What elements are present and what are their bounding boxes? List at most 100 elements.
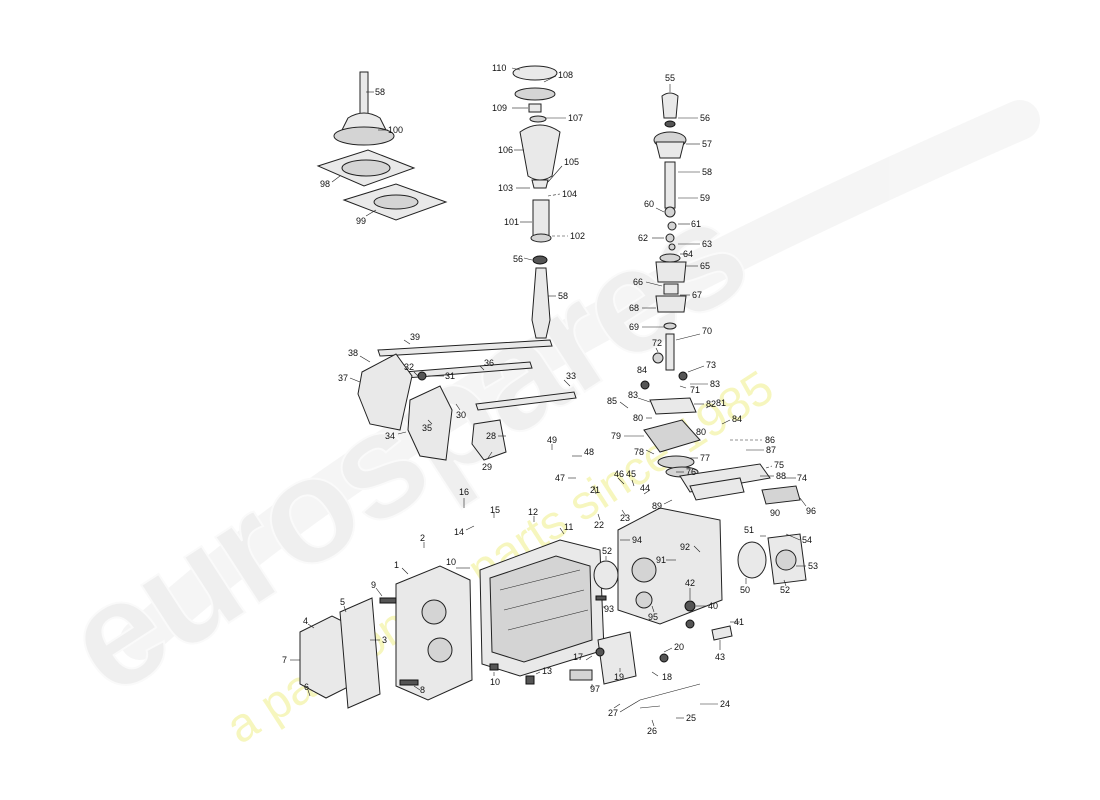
callout-23: 23 (620, 513, 630, 523)
callout-78: 78 (634, 447, 644, 457)
callout-58-boot: 58 (375, 87, 385, 97)
callout-91: 91 (656, 555, 666, 565)
callout-12: 12 (528, 507, 538, 517)
callout-1: 1 (394, 560, 399, 570)
callout-101: 101 (504, 217, 519, 227)
callout-51: 51 (744, 525, 754, 535)
callout-38: 38 (348, 348, 358, 358)
callout-46: 46 (614, 469, 624, 479)
callout-2: 2 (420, 533, 425, 543)
callout-60: 60 (644, 199, 654, 209)
callout-106: 106 (498, 145, 513, 155)
callout-81: 81 (716, 398, 726, 408)
callout-58-linkage: 58 (702, 167, 712, 177)
callout-39: 39 (410, 332, 420, 342)
callout-56-knob: 56 (513, 254, 523, 264)
callout-85: 85 (607, 396, 617, 406)
callout-20: 20 (674, 642, 684, 652)
callout-24: 24 (720, 699, 730, 709)
callout-68: 68 (629, 303, 639, 313)
callouts: 110 108 109 107 106 105 103 104 101 102 … (282, 63, 818, 736)
callout-32: 32 (404, 362, 414, 372)
callout-70: 70 (702, 326, 712, 336)
callout-27: 27 (608, 708, 618, 718)
callout-87: 87 (766, 445, 776, 455)
callout-80-right: 80 (696, 427, 706, 437)
callout-52-right: 52 (780, 585, 790, 595)
callout-103: 103 (498, 183, 513, 193)
callout-45: 45 (626, 469, 636, 479)
callout-63: 63 (702, 239, 712, 249)
callout-36: 36 (484, 358, 494, 368)
callout-95: 95 (648, 612, 658, 622)
callout-94: 94 (632, 535, 642, 545)
callout-28: 28 (486, 431, 496, 441)
callout-19: 19 (614, 672, 624, 682)
callout-90: 90 (770, 508, 780, 518)
callout-22: 22 (594, 520, 604, 530)
callout-50: 50 (740, 585, 750, 595)
callout-96: 96 (806, 506, 816, 516)
callout-31: 31 (445, 371, 455, 381)
callout-71: 71 (690, 385, 700, 395)
gear-knob-group (512, 65, 561, 339)
callout-43: 43 (715, 652, 725, 662)
callout-67: 67 (692, 290, 702, 300)
callout-77: 77 (700, 453, 710, 463)
callout-83-lower: 83 (628, 390, 638, 400)
shift-boot-group (316, 71, 448, 221)
callout-34: 34 (385, 431, 395, 441)
shift-linkage-group (640, 92, 801, 505)
callout-84-lower: 84 (732, 414, 742, 424)
gearbox-case-group (299, 507, 807, 713)
callout-75: 75 (774, 460, 784, 470)
callout-48: 48 (584, 447, 594, 457)
callout-13: 13 (542, 666, 552, 676)
callout-76: 76 (686, 467, 696, 477)
callout-97: 97 (590, 684, 600, 694)
callout-26: 26 (647, 726, 657, 736)
callout-18: 18 (662, 672, 672, 682)
callout-41: 41 (734, 617, 744, 627)
callout-89: 89 (652, 501, 662, 511)
callout-5: 5 (340, 597, 345, 607)
callout-11: 11 (564, 522, 573, 532)
callout-47: 47 (555, 473, 565, 483)
callout-82: 82 (706, 399, 716, 409)
callout-64: 64 (683, 249, 693, 259)
callout-44: 44 (640, 483, 650, 493)
callout-6: 6 (304, 682, 309, 692)
callout-65: 65 (700, 261, 710, 271)
callout-88: 88 (776, 471, 786, 481)
callout-37: 37 (338, 373, 348, 383)
callout-56-linkage: 56 (700, 113, 710, 123)
callout-59: 59 (700, 193, 710, 203)
callout-15: 15 (490, 505, 500, 515)
callout-9: 9 (371, 580, 376, 590)
callout-21: 21 (590, 485, 600, 495)
callout-92: 92 (680, 542, 690, 552)
callout-99: 99 (356, 216, 366, 226)
callout-102: 102 (570, 231, 585, 241)
callout-69: 69 (629, 322, 639, 332)
callout-29: 29 (482, 462, 492, 472)
callout-14: 14 (454, 527, 464, 537)
callout-108: 108 (558, 70, 573, 80)
callout-49: 49 (547, 435, 557, 445)
callout-40: 40 (708, 601, 718, 611)
callout-98: 98 (320, 179, 330, 189)
callout-17: 17 (573, 652, 583, 662)
callout-53: 53 (808, 561, 818, 571)
callout-16: 16 (459, 487, 469, 497)
callout-10-lower: 10 (490, 677, 500, 687)
callout-55: 55 (665, 73, 675, 83)
callout-73: 73 (706, 360, 716, 370)
callout-54: 54 (802, 535, 812, 545)
callout-84-upper: 84 (637, 365, 647, 375)
callout-109: 109 (492, 103, 507, 113)
callout-86: 86 (765, 435, 775, 445)
callout-72: 72 (652, 338, 662, 348)
callout-4: 4 (303, 616, 308, 626)
callout-80-left: 80 (633, 413, 643, 423)
